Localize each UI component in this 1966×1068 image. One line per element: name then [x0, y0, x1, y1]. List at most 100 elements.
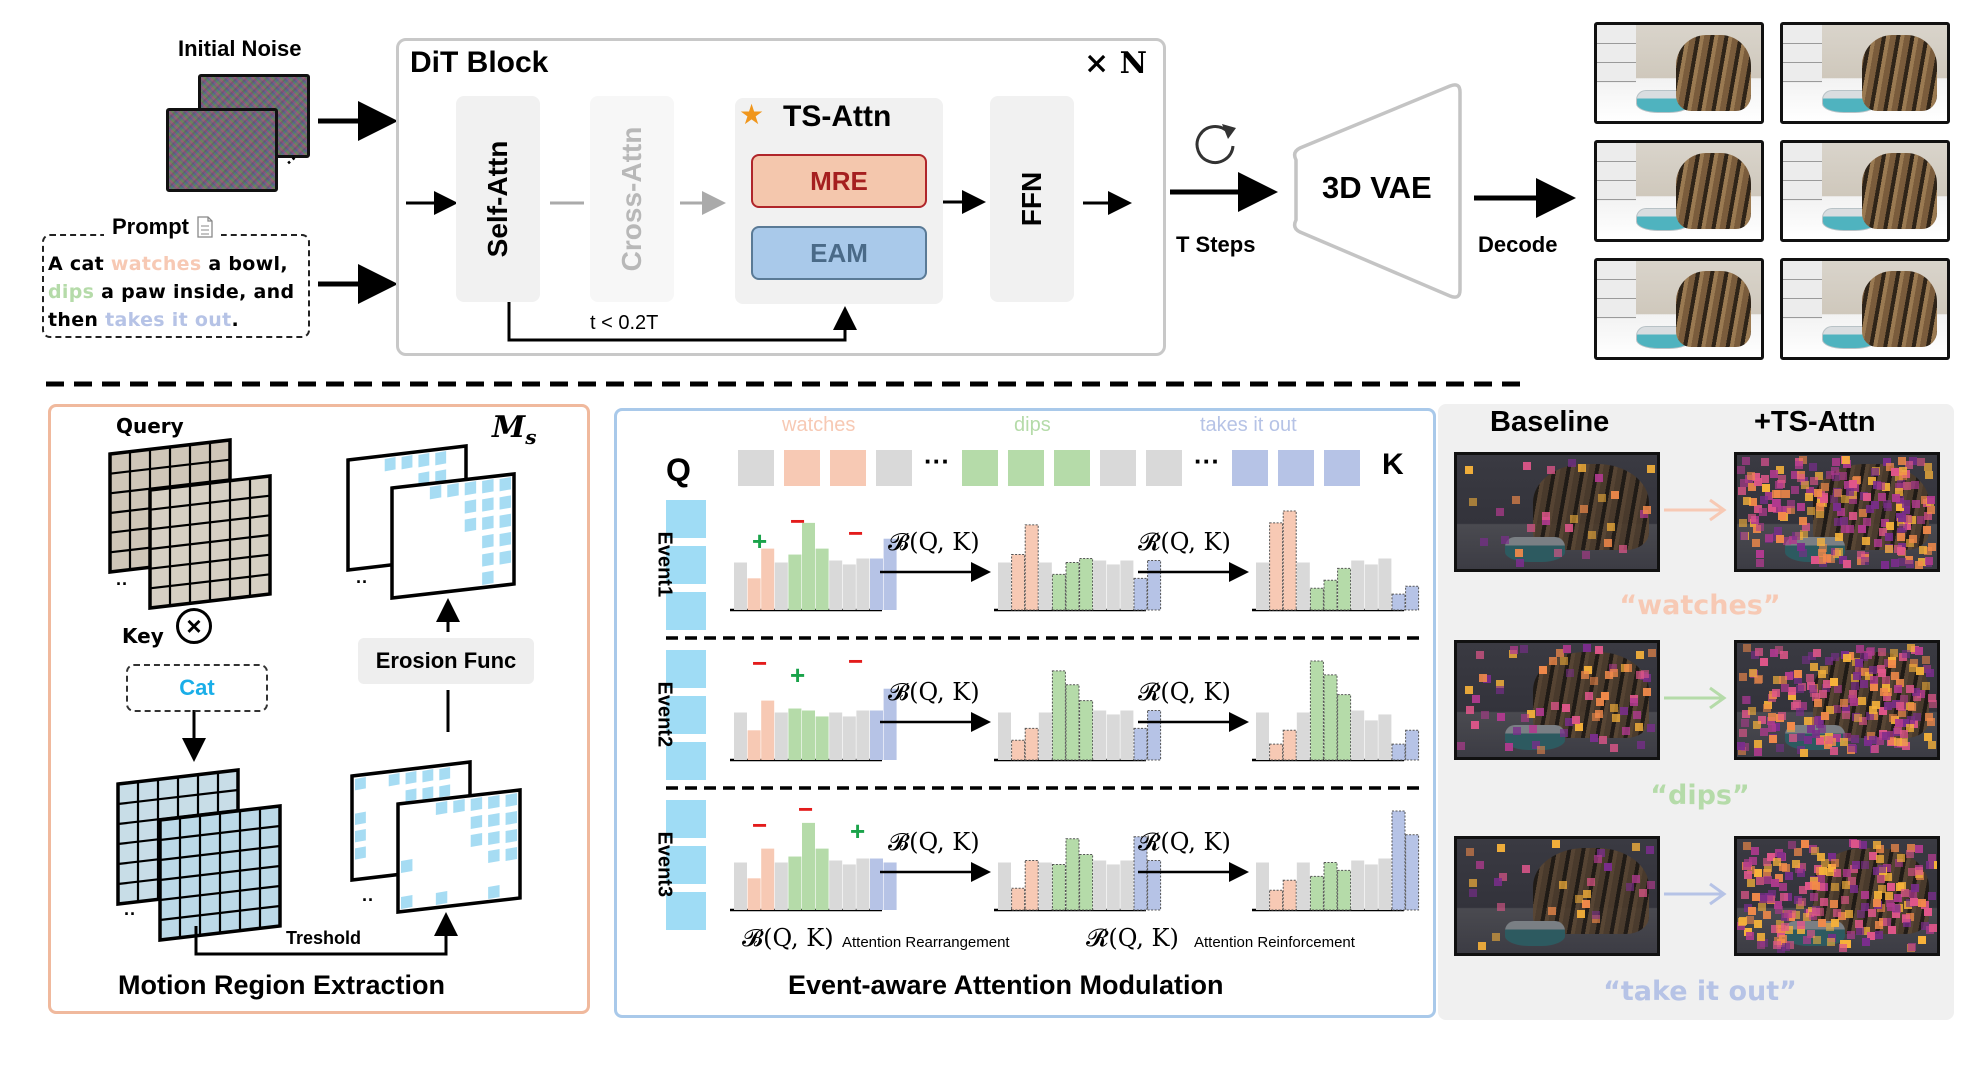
heatmap-cell — [1775, 924, 1784, 933]
heatmap-cell — [1821, 482, 1830, 491]
heatmap-cell — [1538, 665, 1547, 674]
heatmap-cell — [1823, 679, 1832, 688]
heatmap-cell — [1809, 477, 1818, 486]
heatmap-cell — [1755, 550, 1764, 559]
heatmap-cell — [1541, 512, 1550, 521]
heatmap-cell — [1809, 716, 1818, 725]
reinforce-operator: 𝓡(Q, K) — [1138, 678, 1231, 706]
heatmap-cell — [1554, 548, 1563, 557]
prompt-segment-watches: watches — [110, 253, 202, 275]
heatmap-cell — [1752, 473, 1761, 482]
heatmap-cell — [1591, 910, 1600, 919]
heatmap-cell — [1797, 473, 1806, 482]
event-label: Event1 — [653, 531, 676, 598]
frame-cat — [1861, 152, 1938, 230]
heatmap-cell — [1877, 875, 1886, 884]
prompt-segment: a paw inside, and — [94, 281, 295, 303]
heatmap-cell — [1924, 470, 1933, 479]
heatmap-cell — [1876, 845, 1885, 854]
heatmap-cell — [1898, 708, 1907, 717]
heatmap-cell — [1827, 852, 1836, 861]
heatmap-cell — [1512, 496, 1521, 505]
heatmap-cell — [1879, 528, 1888, 537]
heatmap-cell — [1891, 672, 1900, 681]
heatmap-cell — [1803, 736, 1812, 745]
heatmap-cell — [1611, 713, 1620, 722]
heatmap-cell — [1925, 713, 1934, 722]
heatmap-cell — [1911, 500, 1920, 509]
noise-frame-front — [166, 108, 278, 192]
heatmap-cell — [1753, 740, 1762, 749]
output-frame — [1594, 258, 1764, 360]
heatmap-cell — [1908, 890, 1917, 899]
key-label: Key — [122, 624, 164, 648]
heatmap-cell — [1827, 937, 1836, 946]
heatmap-cell — [1637, 740, 1646, 749]
heatmap-cell — [1890, 843, 1899, 852]
heatmap-cell — [1564, 718, 1573, 727]
heatmap-cell — [1914, 866, 1923, 875]
heatmap-cell — [1911, 884, 1920, 893]
heatmap-cell — [1786, 940, 1795, 949]
heatmap-cell — [1743, 903, 1752, 912]
heatmap-cell — [1840, 524, 1849, 533]
heatmap-cell — [1774, 906, 1783, 915]
t-steps-label: T Steps — [1176, 232, 1256, 257]
heatmap-cell — [1604, 538, 1613, 547]
heatmap-cell — [1509, 649, 1518, 658]
heatmap-cell — [1610, 668, 1619, 677]
cross-attn-block[interactable]: Cross-Attn — [590, 96, 674, 302]
query-cell — [666, 846, 706, 884]
query-cell — [666, 696, 706, 734]
heatmap-cell — [1825, 705, 1834, 714]
heatmap-cell — [1636, 651, 1645, 660]
heatmap-cell — [1922, 665, 1931, 674]
heatmap-cell — [1789, 734, 1798, 743]
heatmap-cell — [1758, 507, 1767, 516]
heatmap-cell — [1515, 548, 1524, 557]
heatmap-cell — [1896, 547, 1905, 556]
prompt-text: A cat watches a bowl, dips a paw inside,… — [48, 250, 306, 334]
heatmap-cell — [1809, 462, 1818, 471]
heatmap-cell — [1791, 532, 1800, 541]
heatmap-cell — [1869, 675, 1878, 684]
heatmap-cell — [1746, 915, 1755, 924]
heatmap-cell — [1764, 492, 1773, 501]
heatmap-cell — [1515, 558, 1524, 567]
erosion-func-block[interactable]: Erosion Func — [358, 638, 534, 684]
heatmap-cell — [1818, 555, 1827, 564]
heatmap-cell — [1529, 725, 1538, 734]
frame-cat — [1675, 152, 1752, 230]
heatmap-cell — [1547, 465, 1556, 474]
heatmap-cell — [1739, 728, 1748, 737]
heatmap-cell — [1549, 657, 1558, 666]
legend-b-text: Attention Rearrangement — [842, 934, 1010, 951]
baseline-heatmap — [1454, 452, 1660, 572]
eam-panel — [614, 408, 1436, 1018]
heatmap-cell — [1878, 707, 1887, 716]
minus-sign: − — [752, 810, 768, 840]
heatmap-cell — [1788, 692, 1797, 701]
ts-attn-block[interactable]: ★ TS-Attn MRE EAM — [735, 98, 943, 304]
heatmap-cell — [1840, 698, 1848, 707]
self-attn-block[interactable]: Self-Attn — [456, 96, 540, 302]
mre-module[interactable]: MRE — [751, 154, 927, 208]
heatmap-cell — [1844, 910, 1853, 919]
heatmap-cell — [1850, 682, 1859, 691]
heatmap-cell — [1619, 706, 1628, 715]
heatmap-cell — [1868, 705, 1877, 714]
heatmap-cell — [1866, 711, 1875, 720]
minus-sign: − — [798, 794, 814, 824]
heatmap-cell — [1775, 481, 1784, 489]
heatmap-cell — [1917, 515, 1926, 524]
heatmap-cell — [1807, 724, 1816, 733]
prompt-segment-takes-it-out: takes it out — [105, 309, 232, 331]
heatmap-cell — [1816, 853, 1825, 862]
ffn-block[interactable]: FFN — [990, 96, 1074, 302]
heatmap-cell — [1542, 516, 1551, 525]
heatmap-cell — [1804, 716, 1813, 725]
heatmap-cell — [1527, 524, 1536, 533]
eam-module[interactable]: EAM — [751, 226, 927, 280]
heatmap-cell — [1787, 505, 1796, 514]
key-token-green — [1054, 450, 1090, 486]
